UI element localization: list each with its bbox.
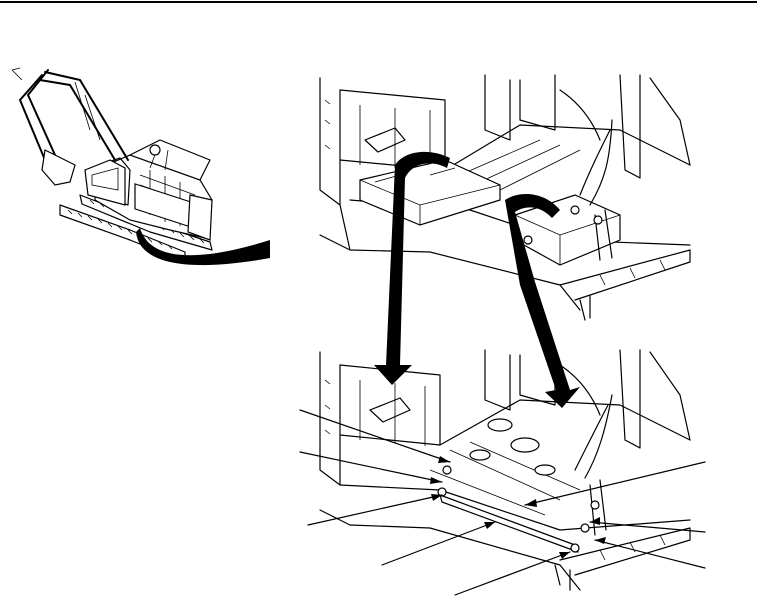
arrow-left-transfer (374, 151, 450, 385)
callout-leader-2 (299, 451, 443, 483)
compartment-after-illustration (299, 349, 706, 596)
callout-leader-5 (454, 551, 571, 596)
callout-leader-7 (589, 521, 706, 533)
callout-leaders (299, 409, 706, 596)
callout-leader-4 (381, 521, 496, 566)
arrow-right-transfer (505, 194, 580, 408)
callout-leader-6 (524, 461, 706, 506)
callout-leader-8 (594, 539, 706, 569)
callout-sweep-overview (136, 228, 270, 266)
callout-leader-3 (307, 494, 443, 526)
excavator-illustration (11, 67, 270, 266)
compartment-before-illustration (319, 74, 691, 408)
callout-leader-1 (299, 409, 451, 463)
